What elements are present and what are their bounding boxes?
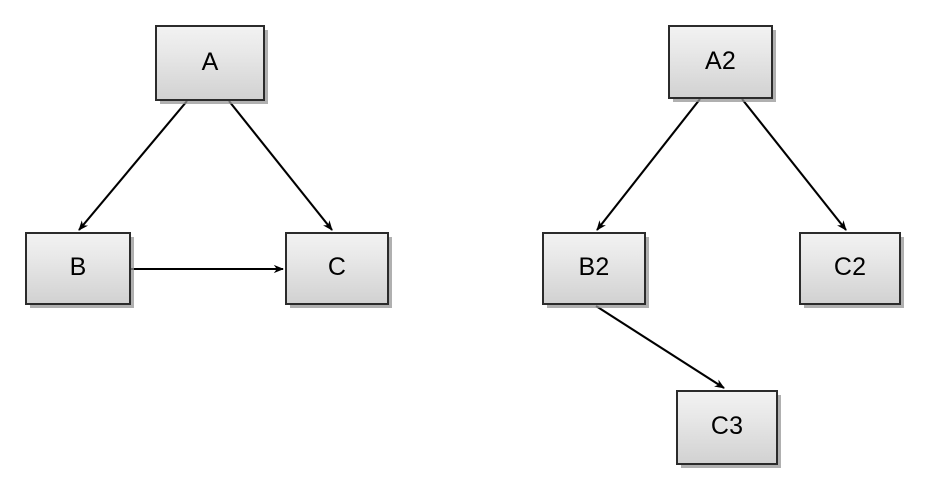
node-label-c: C xyxy=(327,253,347,281)
node-label-b: B xyxy=(69,253,87,281)
edge-a-to-b xyxy=(78,100,188,231)
node-b2[interactable]: B2 xyxy=(542,232,646,305)
node-c[interactable]: C xyxy=(285,232,389,305)
edge-a2-to-b2 xyxy=(596,98,701,231)
node-label-c3: C3 xyxy=(710,412,744,440)
node-a[interactable]: A xyxy=(155,25,265,101)
edge-a2-to-c2 xyxy=(741,98,847,231)
edge-b2-to-c3 xyxy=(595,305,725,389)
node-label-a: A xyxy=(201,47,219,76)
node-a2[interactable]: A2 xyxy=(668,25,773,99)
node-label-b2: B2 xyxy=(578,253,610,281)
node-c2[interactable]: C2 xyxy=(799,232,901,305)
node-b[interactable]: B xyxy=(25,232,131,305)
node-label-c2: C2 xyxy=(833,253,867,281)
edges-group xyxy=(78,98,847,389)
node-label-a2: A2 xyxy=(705,46,736,75)
node-c3[interactable]: C3 xyxy=(676,390,778,465)
edge-a-to-c xyxy=(228,100,333,231)
